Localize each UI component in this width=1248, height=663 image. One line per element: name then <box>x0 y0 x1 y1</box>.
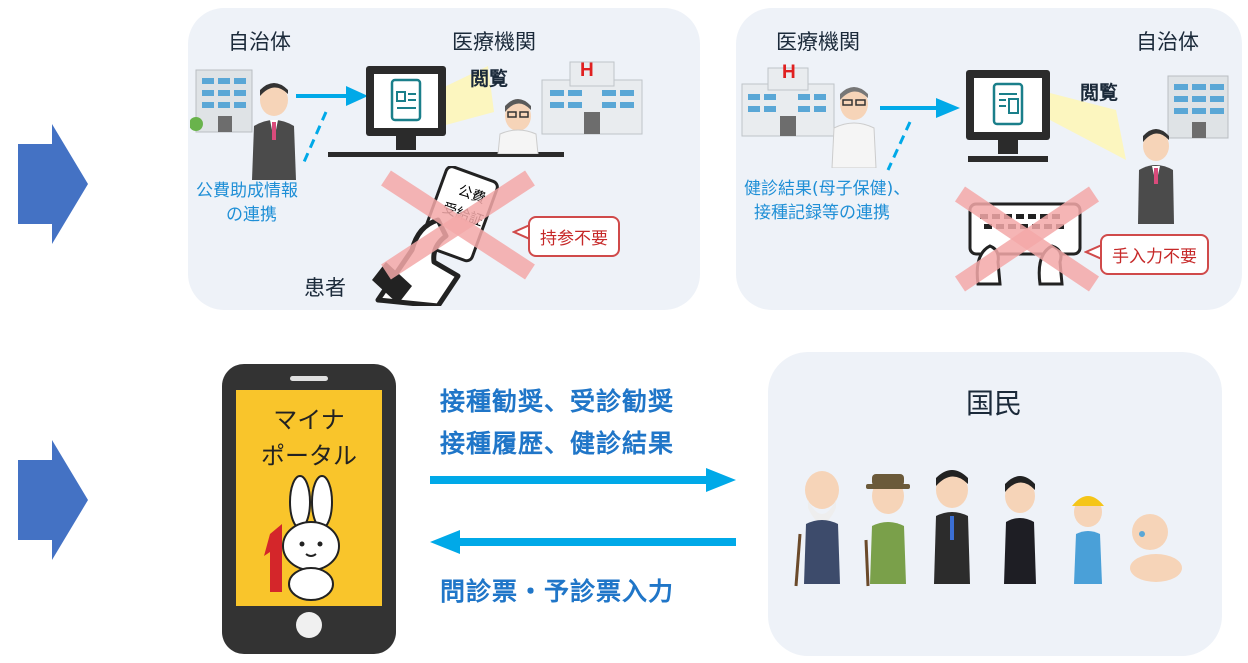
side-arrow-bottom-icon <box>18 440 88 560</box>
myna-portal-label-2: ポータル <box>261 442 357 470</box>
subsidy-link-label-2: の連携 <box>226 205 277 225</box>
right-arrow-icon <box>430 468 736 492</box>
phone-speaker <box>290 376 328 381</box>
no-bring-needed-callout: 持参不要 <box>528 216 620 257</box>
office-building-icon-2 <box>1167 75 1229 139</box>
hospital-mark: H <box>580 60 594 81</box>
checkup-link-label-2: 接種記録等の連携 <box>754 203 890 223</box>
phone-home-button <box>296 612 322 638</box>
citizens-group-icon <box>794 470 1182 587</box>
doctor-icon-2 <box>831 87 877 168</box>
callout-pointer-icon <box>512 222 532 242</box>
subsidy-link-label-1: 公費助成情報 <box>196 181 298 201</box>
medical-institution-label-2: 医療機関 <box>776 30 860 54</box>
doctor-icon <box>497 99 539 154</box>
questionnaire-input-text: 問診票・予診票入力 <box>440 577 675 606</box>
link-arrow-icon-2 <box>880 98 960 118</box>
medical-institution-label: 医療機関 <box>452 30 536 54</box>
dashed-link-icon <box>302 111 328 163</box>
recommendation-text-1: 接種勧奨、受診勧奨 <box>440 387 675 416</box>
municipality-label: 自治体 <box>228 30 291 54</box>
no-manual-input-callout: 手入力不要 <box>1100 234 1209 275</box>
office-building-icon <box>190 69 253 133</box>
cross-mark-icon-2 <box>954 186 1100 292</box>
patient-label: 患者 <box>304 276 346 300</box>
rabbit-mascot-icon <box>264 475 340 601</box>
hospital-mark-2: H <box>782 62 796 83</box>
official-person-icon-2 <box>1138 129 1174 224</box>
monitor-icon-2 <box>966 70 1126 162</box>
view-label-2: 閲覧 <box>1080 82 1119 104</box>
recommendation-text-2: 接種履歴、健診結果 <box>440 429 675 458</box>
cross-mark-icon <box>381 170 535 280</box>
link-arrow-icon <box>296 86 368 106</box>
official-person-icon <box>252 83 296 180</box>
municipality-label-2: 自治体 <box>1136 30 1199 54</box>
myna-portal-label-1: マイナ <box>273 406 345 434</box>
dashed-link-icon-2 <box>886 121 912 171</box>
checkup-link-label-1: 健診結果(母子保健)、 <box>744 179 911 199</box>
left-arrow-icon <box>430 530 736 554</box>
hospital-building-icon-2 <box>741 67 835 137</box>
side-arrow-top-icon <box>18 124 88 244</box>
panel-citizens <box>768 352 1222 656</box>
citizens-title: 国民 <box>966 387 1023 420</box>
monitor-icon <box>328 66 564 157</box>
callout-pointer-icon-2 <box>1084 242 1104 262</box>
view-label: 閲覧 <box>470 68 509 90</box>
hospital-building-icon <box>541 61 643 135</box>
